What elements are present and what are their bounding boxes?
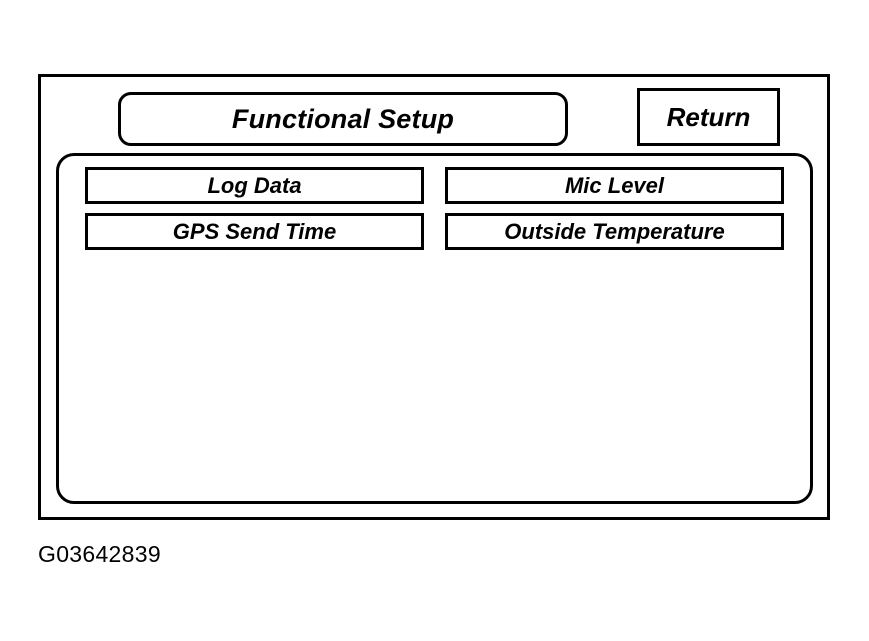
menu-button-label: GPS Send Time	[172, 218, 337, 244]
menu-button-gps-send-time[interactable]: GPS Send Time	[85, 213, 424, 250]
figure-caption: G03642839	[38, 541, 161, 567]
return-button[interactable]: Return	[637, 88, 780, 146]
page-title: Functional Setup	[231, 103, 455, 134]
content-panel: Log Data Mic Level GPS Send Time Outside…	[56, 153, 813, 504]
function-menu-grid: Log Data Mic Level GPS Send Time Outside…	[85, 167, 788, 250]
menu-button-outside-temperature[interactable]: Outside Temperature	[445, 213, 784, 250]
menu-button-label: Outside Temperature	[504, 218, 725, 244]
menu-button-label: Log Data	[207, 172, 302, 198]
menu-button-mic-level[interactable]: Mic Level	[445, 167, 784, 204]
screen-title-plate: Functional Setup	[118, 92, 568, 146]
return-button-label: Return	[666, 102, 751, 132]
screen-frame: Functional Setup Return Log Data Mic Lev…	[38, 74, 830, 520]
menu-button-log-data[interactable]: Log Data	[85, 167, 424, 204]
menu-button-label: Mic Level	[564, 172, 665, 198]
